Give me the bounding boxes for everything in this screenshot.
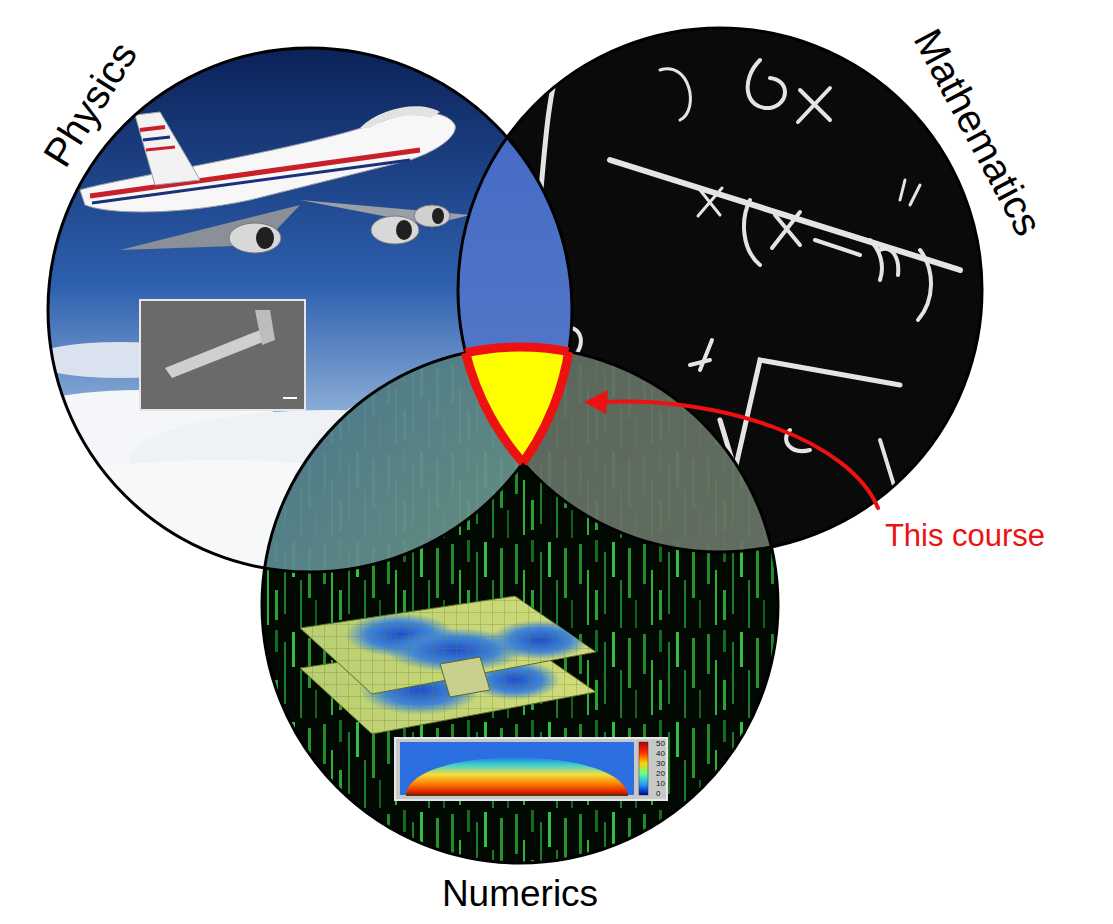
colorbar-tick: 40	[656, 750, 665, 759]
numerics-circle: Numerics	[262, 347, 778, 863]
circle-heading: Physics	[35, 34, 145, 174]
circle-heading: Mathematics	[905, 22, 1050, 243]
mathematics-circle: Mathematics	[458, 28, 982, 552]
colorbar-tick: 20	[656, 770, 665, 779]
physics-circle: Physics	[48, 48, 572, 572]
colorbar-tick: 30	[656, 760, 665, 769]
colorbar-tick: 0	[656, 790, 660, 799]
colorbar-tick: 10	[656, 780, 665, 789]
circle-heading: Numerics	[442, 874, 598, 915]
callout-label: This course	[885, 519, 1045, 553]
colorbar-tick: 50	[656, 740, 665, 749]
